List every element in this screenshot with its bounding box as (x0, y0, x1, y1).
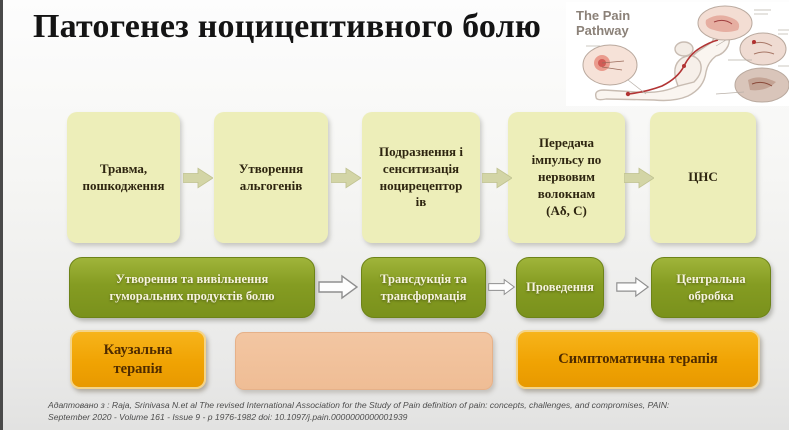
outline-arrow-icon (318, 274, 358, 300)
flow-arrow-icon (482, 167, 512, 189)
flow-box-sensitization: Подразнення і сенситизація ноцирецептор … (362, 112, 480, 243)
flow-box-algogens: Утворення альгогенів (214, 112, 328, 243)
flow-arrow-icon (183, 167, 213, 189)
outline-arrow-icon (488, 278, 515, 296)
flow-box-cns: ЦНС (650, 112, 756, 243)
pathway-title-line1: The Pain (576, 8, 630, 23)
therapy-box-symptomatic: Симптоматична терапія (516, 330, 760, 389)
pain-pathway-figure: The Pain Pathway (566, 2, 789, 106)
process-box-central-processing: Центральна обробка (651, 257, 771, 318)
citation: Адаптовано з : Raja, Srinivasa N.et al T… (48, 399, 780, 424)
flow-arrow-icon (331, 167, 361, 189)
slide-title: Патогенез ноцицептивного болю (33, 8, 542, 45)
process-box-conduction: Проведення (516, 257, 604, 318)
pain-pathway-illustration-icon: The Pain Pathway (566, 2, 789, 106)
process-box-transduction: Трансдукція та трансформація (361, 257, 486, 318)
process-box-humoral-products: Утворення та вивільнення гуморальних про… (69, 257, 315, 318)
therapy-placeholder-box (235, 332, 493, 390)
flow-box-trauma: Травма, пошкодження (67, 112, 180, 243)
outline-arrow-icon (616, 276, 649, 298)
flow-box-transmission: Передача імпульсу по нервовим волокнам (… (508, 112, 625, 243)
citation-line2: September 2020 - Volume 161 - Issue 9 - … (48, 412, 408, 423)
pathway-title-line2: Pathway (576, 23, 630, 38)
therapy-box-causal: Каузальна терапія (70, 330, 206, 389)
citation-line1: Адаптовано з : Raja, Srinivasa N.et al T… (48, 400, 670, 410)
flow-arrow-icon (624, 167, 654, 189)
